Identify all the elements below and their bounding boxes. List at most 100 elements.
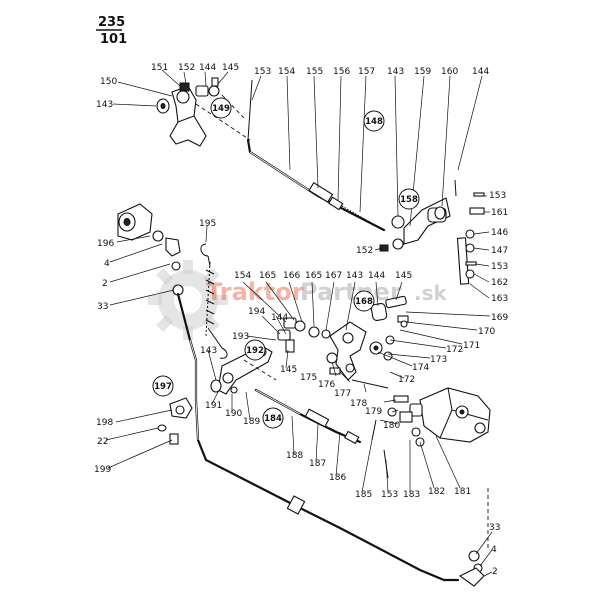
part-label: 154 — [278, 67, 295, 77]
part-label: 4 — [104, 259, 110, 269]
part-label: 196 — [97, 239, 114, 249]
circle-ref-148: 148 — [363, 110, 385, 132]
part-label: 155 — [306, 67, 323, 77]
part-label: 198 — [96, 418, 113, 428]
part-label: 157 — [358, 67, 375, 77]
part-label: 195 — [199, 219, 216, 229]
part-label: 153 — [254, 67, 271, 77]
watermark-text-grey: Partner — [300, 278, 402, 306]
part-label: 144 — [199, 63, 216, 73]
part-label: 162 — [491, 278, 508, 288]
part-label: 152 — [356, 246, 373, 256]
part-label: 159 — [414, 67, 431, 77]
lever-192 — [210, 329, 295, 395]
page-reference: 235 101 — [96, 15, 127, 47]
part-label: 171 — [463, 341, 480, 351]
part-label: 153 — [489, 191, 506, 201]
svg-text:184: 184 — [264, 414, 282, 424]
rod-154 — [246, 79, 386, 232]
part-label: 185 — [355, 490, 372, 500]
part-label: 33 — [97, 302, 108, 312]
circle-ref-197: 197 — [152, 375, 174, 397]
leader-lines — [105, 69, 493, 577]
part-label: 2 — [492, 567, 498, 577]
part-label: 191 — [205, 401, 222, 411]
part-label: 161 — [491, 208, 508, 218]
part-label: 2 — [102, 279, 108, 289]
part-label: 179 — [365, 407, 382, 417]
part-label: 172 — [398, 375, 415, 385]
circle-ref-149: 149 — [210, 97, 232, 119]
part-label: 190 — [225, 409, 242, 419]
part-label: 4 — [491, 545, 497, 555]
circle-ref-168: 168 — [353, 290, 375, 312]
part-label: 145 — [280, 365, 297, 375]
svg-text:168: 168 — [355, 297, 373, 307]
part-label: 170 — [478, 327, 495, 337]
part-label: 152 — [178, 63, 195, 73]
bracket-158 — [379, 179, 485, 285]
central-assembly — [283, 295, 409, 441]
part-label: 144 — [271, 313, 288, 323]
part-label: 156 — [333, 67, 350, 77]
top-pedal-assembly — [156, 77, 251, 147]
part-label: 172 — [446, 345, 463, 355]
left-small-parts — [157, 397, 193, 445]
part-label: 178 — [350, 399, 367, 409]
part-label: 165 — [259, 271, 276, 281]
svg-text:148: 148 — [365, 117, 383, 127]
circle-references: 149 148 158 168 192 197 184 — [152, 97, 420, 429]
circle-ref-158: 158 — [398, 188, 420, 210]
part-label: 33 — [489, 523, 500, 533]
part-label: 143 — [96, 100, 113, 110]
svg-text:192: 192 — [246, 346, 264, 356]
part-label: 165 — [305, 271, 322, 281]
watermark-suffix: .sk — [414, 281, 448, 305]
part-label: 199 — [94, 465, 111, 475]
part-label: 166 — [283, 271, 300, 281]
part-label: 153 — [491, 262, 508, 272]
part-label: 175 — [300, 373, 317, 383]
circle-ref-192: 192 — [244, 339, 266, 361]
part-labels: 151 152 144 145 150 143 153 154 155 156 … — [94, 63, 508, 577]
part-label: 146 — [491, 228, 508, 238]
page-ref-bottom: 101 — [100, 32, 127, 47]
watermark: Traktor Partner .sk — [148, 260, 448, 340]
part-label: 150 — [100, 77, 117, 87]
part-label: 144 — [368, 271, 385, 281]
part-label: 182 — [428, 487, 445, 497]
part-label: 160 — [441, 67, 458, 77]
spring-195 — [200, 243, 228, 359]
part-label: 145 — [222, 63, 239, 73]
svg-text:149: 149 — [212, 104, 230, 114]
part-label: 188 — [286, 451, 303, 461]
watermark-text-red: Traktor — [206, 278, 304, 306]
part-label: 143 — [346, 271, 363, 281]
part-label: 153 — [381, 490, 398, 500]
svg-text:197: 197 — [154, 382, 172, 392]
part-label: 145 — [395, 271, 412, 281]
part-label: 193 — [232, 332, 249, 342]
part-label: 183 — [403, 490, 420, 500]
part-label: 173 — [430, 355, 447, 365]
cylinder-196 — [117, 203, 184, 296]
part-label: 163 — [491, 294, 508, 304]
part-label: 176 — [318, 380, 335, 390]
part-label: 151 — [151, 63, 168, 73]
part-label: 154 — [234, 271, 251, 281]
part-label: 143 — [200, 346, 217, 356]
part-label: 181 — [454, 487, 471, 497]
part-label: 143 — [387, 67, 404, 77]
part-label: 189 — [243, 417, 260, 427]
part-label: 177 — [334, 389, 351, 399]
circle-ref-184: 184 — [262, 407, 284, 429]
pipe-long — [176, 292, 489, 587]
part-label: 147 — [491, 246, 508, 256]
part-label: 174 — [412, 363, 429, 373]
part-label: 167 — [325, 271, 342, 281]
rod-184 — [254, 388, 362, 445]
page-ref-top: 235 — [98, 15, 125, 30]
svg-text:158: 158 — [400, 195, 418, 205]
part-label: 169 — [491, 313, 508, 323]
